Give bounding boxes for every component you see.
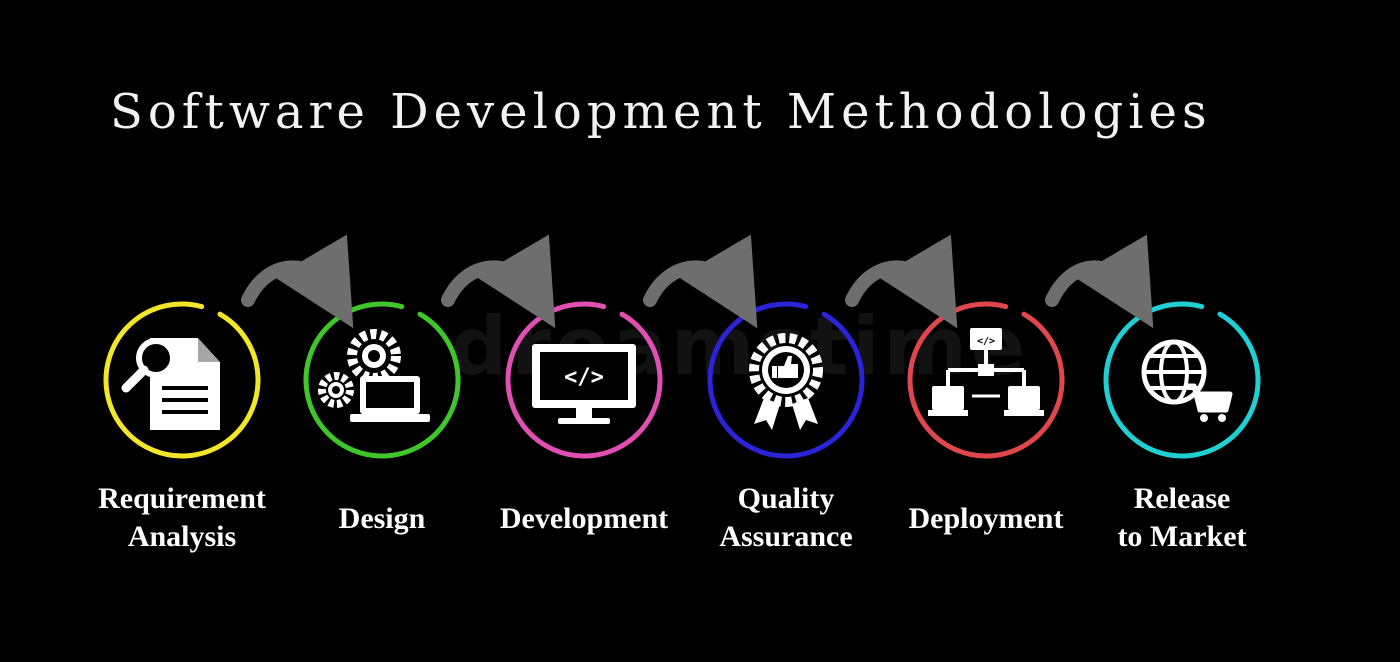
step-5 bbox=[907, 301, 1065, 459]
connector-arrow bbox=[845, 234, 958, 329]
step-label-line: Deployment bbox=[908, 502, 1064, 535]
step-4 bbox=[707, 301, 865, 459]
step-label-line: Release bbox=[1133, 482, 1231, 515]
step-ring bbox=[1103, 301, 1261, 459]
connector-arrow bbox=[241, 234, 354, 329]
step-label: Release to Market bbox=[1072, 480, 1292, 556]
step-label-line: Design bbox=[338, 502, 426, 535]
step-label-line: to Market bbox=[1117, 520, 1247, 553]
step-2 bbox=[303, 301, 461, 459]
diagram-title: Software Development Methodologies bbox=[110, 84, 1212, 140]
globe-cart-icon bbox=[1144, 342, 1230, 422]
quality-badge-icon bbox=[754, 338, 818, 430]
connector-arrow bbox=[441, 234, 556, 329]
connector-arrow bbox=[1045, 234, 1154, 329]
step-label-line: Quality bbox=[737, 482, 835, 515]
step-ring bbox=[103, 301, 261, 459]
step-label-line: Development bbox=[499, 502, 669, 535]
step-ring bbox=[907, 301, 1065, 459]
step-label-line: Requirement bbox=[98, 482, 266, 515]
document-search-icon bbox=[126, 338, 220, 430]
step-label: Development bbox=[474, 500, 694, 538]
step-label: Design bbox=[272, 500, 492, 538]
network-deployment-icon bbox=[926, 326, 1046, 418]
step-3 bbox=[505, 301, 663, 459]
connector-arrow bbox=[643, 234, 758, 329]
gears-laptop-icon bbox=[322, 334, 430, 422]
step-6 bbox=[1103, 301, 1261, 459]
monitor-code-icon bbox=[532, 344, 636, 424]
step-label-line: Analysis bbox=[127, 520, 237, 553]
step-1 bbox=[103, 301, 261, 459]
step-label-line: Assurance bbox=[719, 520, 853, 553]
step-label: Deployment bbox=[876, 500, 1096, 538]
